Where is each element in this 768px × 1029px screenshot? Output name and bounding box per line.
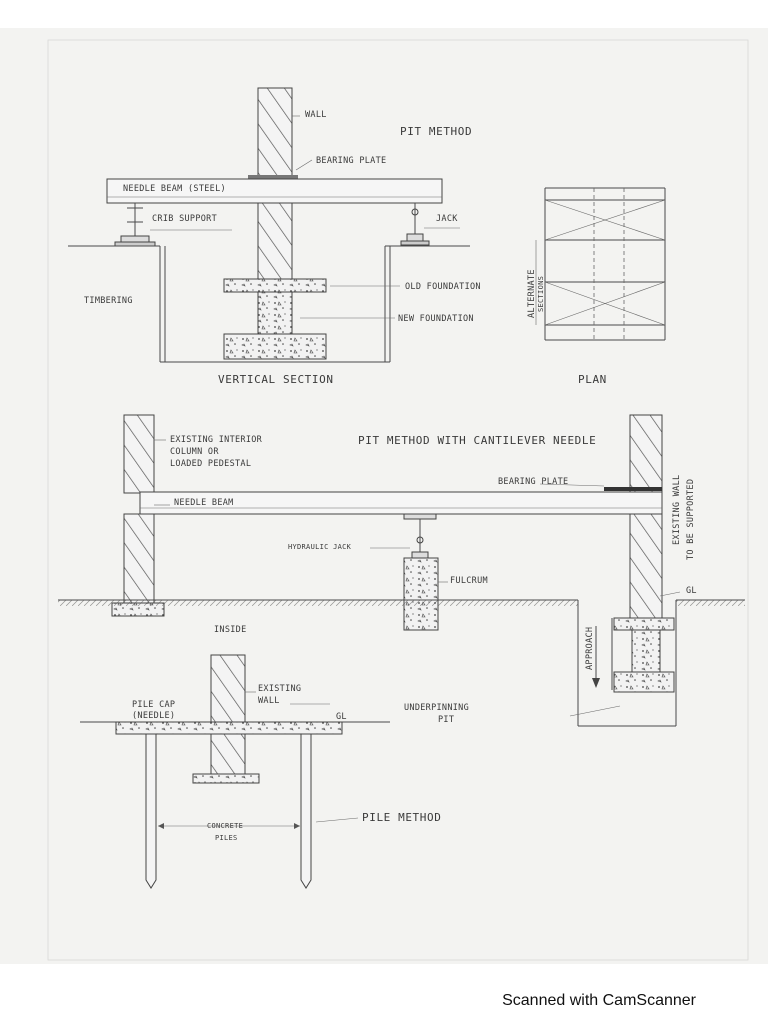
concrete-pile-left <box>145 733 157 889</box>
label-existing-wall-p2: WALL <box>258 696 280 706</box>
label-existing-wall-1: EXISTING WALL <box>672 475 682 545</box>
label-gl-2: GL <box>336 712 347 722</box>
bearing-plate <box>248 175 298 179</box>
label-bearing-plate-2: BEARING PLATE <box>498 477 568 487</box>
fulcrum <box>403 557 439 631</box>
plan-view: ALTERNATE SECTIONS PLAN <box>527 187 666 386</box>
label-timbering: TIMBERING <box>84 296 133 306</box>
wall-lower <box>257 202 293 280</box>
scanner-watermark-text: Scanned with CamScanner <box>502 992 696 1009</box>
label-existing-interior-2: COLUMN OR <box>170 447 219 457</box>
pile-method-section: PILE CAP (NEEDLE) EXISTING WALL GL CONCR… <box>80 654 441 889</box>
existing-wall-lower <box>629 513 663 619</box>
label-wall: WALL <box>305 110 327 120</box>
jack <box>400 203 430 246</box>
old-foundation <box>223 278 327 293</box>
needle-beam-steel <box>106 178 443 204</box>
label-needle-beam: NEEDLE BEAM <box>174 498 234 508</box>
pit-method-section: WALL PIT METHOD BEARING PLATE NEEDLE BEA… <box>68 87 481 386</box>
label-sections: SECTIONS <box>537 276 545 312</box>
label-existing-interior-1: EXISTING INTERIOR <box>170 435 263 445</box>
scanner-footer: Scanned with CamScanner <box>0 964 768 1024</box>
label-bearing-plate: BEARING PLATE <box>316 156 386 166</box>
pile-existing-wall-upper <box>210 654 246 724</box>
label-plan: PLAN <box>578 373 607 386</box>
new-foundation-column <box>257 291 293 335</box>
underpinning-footing <box>613 671 675 693</box>
concrete-pile-right <box>300 733 312 889</box>
label-cantilever-title: PIT METHOD WITH CANTILEVER NEEDLE <box>358 434 596 447</box>
new-foundation <box>223 333 327 360</box>
pile-cap-needle <box>115 721 343 735</box>
pile-wall-footing <box>192 773 260 784</box>
label-jack: JACK <box>436 214 458 224</box>
label-approach: APPROACH <box>585 627 595 670</box>
label-old-foundation: OLD FOUNDATION <box>405 282 481 292</box>
label-existing-wall-2: TO BE SUPPORTED <box>686 479 696 560</box>
label-needle-beam-steel: NEEDLE BEAM (STEEL) <box>123 184 226 194</box>
label-existing-interior-3: LOADED PEDESTAL <box>170 459 251 469</box>
label-alternate: ALTERNATE <box>527 269 537 318</box>
paper-border <box>47 39 749 961</box>
label-pile-method: PILE METHOD <box>362 811 441 824</box>
underpinning-top-slab <box>613 617 675 631</box>
label-underpinning-2: PIT <box>438 715 454 725</box>
label-vertical-section: VERTICAL SECTION <box>218 373 334 386</box>
label-crib-support: CRIB SUPPORT <box>152 214 217 224</box>
hydraulic-jack <box>403 513 437 559</box>
existing-wall-upper <box>629 414 663 494</box>
timbering <box>159 246 391 363</box>
label-inside: INSIDE <box>214 625 247 635</box>
underpinning-column <box>631 629 661 673</box>
pile-existing-wall-lower <box>210 733 246 775</box>
label-gl-1: GL <box>686 586 697 596</box>
label-underpinning-1: UNDERPINNING <box>404 703 469 713</box>
label-existing-wall-p1: EXISTING <box>258 684 301 694</box>
label-pile-cap-2: (NEEDLE) <box>132 711 175 721</box>
underpinning-pit <box>577 600 677 727</box>
label-concrete-piles-2: PILES <box>215 834 238 842</box>
bearing-plate-cantilever <box>604 487 662 491</box>
needle-beam <box>139 491 663 515</box>
label-new-foundation: NEW FOUNDATION <box>398 314 474 324</box>
interior-column-upper <box>123 414 155 494</box>
cantilever-needle-section: EXISTING INTERIOR COLUMN OR LOADED PEDES… <box>58 414 745 727</box>
interior-column-lower <box>123 513 155 605</box>
label-pit-method: PIT METHOD <box>400 125 472 138</box>
wall-upper <box>257 87 293 181</box>
label-concrete-piles-1: CONCRETE <box>207 822 243 830</box>
label-hydraulic-jack: HYDRAULIC JACK <box>288 543 352 551</box>
label-pile-cap-1: PILE CAP <box>132 700 175 710</box>
label-fulcrum: FULCRUM <box>450 576 488 586</box>
